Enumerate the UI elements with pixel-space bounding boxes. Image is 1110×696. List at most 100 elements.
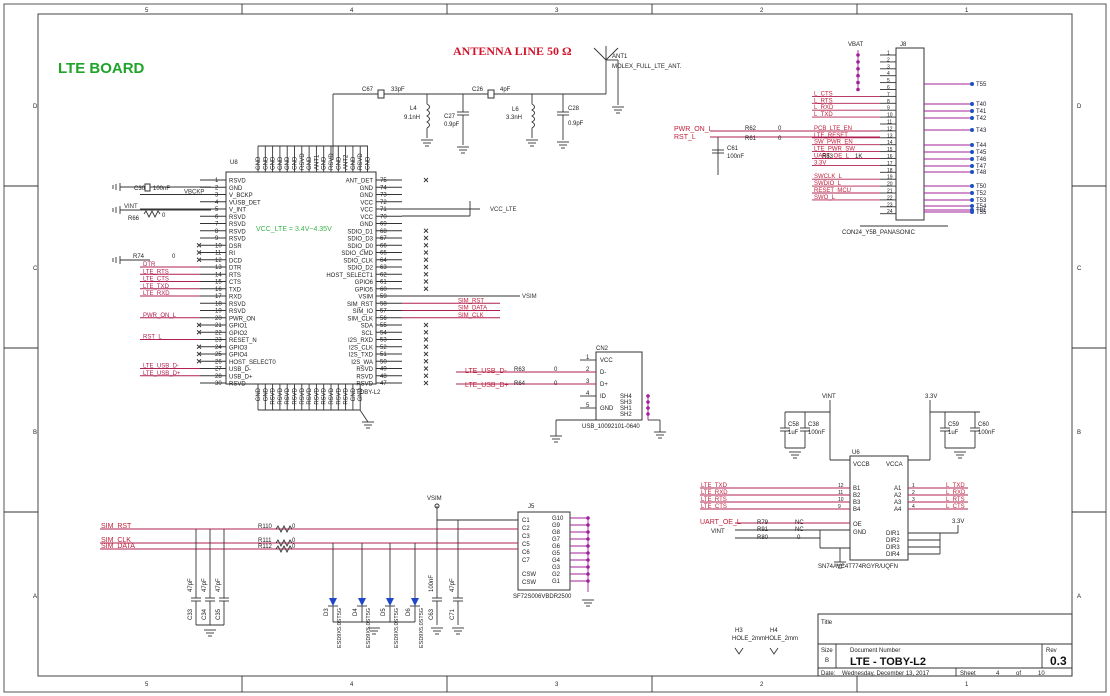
j5-gnd-pin: G3 xyxy=(552,565,561,571)
u8-pin-name: HOST_SELECT1 xyxy=(326,273,373,279)
u8-top-pin: ANT2 xyxy=(344,154,350,170)
j5-ref: J5 xyxy=(528,504,535,510)
r63-ref: R63 xyxy=(514,367,526,373)
u8-bottom-pin: RSVD xyxy=(344,387,350,404)
border-row-label: B xyxy=(1077,430,1081,436)
u8-pin-number: 63 xyxy=(380,265,387,271)
sim-net-label: SIM_CLK xyxy=(101,537,131,544)
cn2-shell-pin: SH4 xyxy=(620,394,632,400)
border-col-label: 5 xyxy=(145,682,149,688)
u8-bottom-pin: RSVD xyxy=(307,387,313,404)
c61-ref: C61 xyxy=(727,146,739,152)
u8-pin-number: 59 xyxy=(380,294,387,300)
j8-ref: J8 xyxy=(900,42,907,48)
j5-gnd-pin: G9 xyxy=(552,523,561,529)
j5-csw-pin: CSW xyxy=(522,580,536,586)
vsim-label: VSIM xyxy=(427,496,442,502)
u8-pin-name: GND xyxy=(360,186,374,192)
cn2-pin-name: GND xyxy=(600,406,614,412)
u8-pin-number: 17 xyxy=(215,294,222,300)
j8-pin-number: 1 xyxy=(887,51,890,57)
border-row-label: A xyxy=(33,594,37,600)
esd-diode-icon xyxy=(329,598,337,606)
u6-left-net: LTE_RTS xyxy=(701,497,727,503)
u8-pin-number: 75 xyxy=(380,178,387,184)
test-point xyxy=(970,208,974,212)
u8-pin-number: 1 xyxy=(215,178,219,184)
u8-pin-number: 53 xyxy=(380,338,387,344)
border-col-label: 2 xyxy=(760,682,764,688)
j8-pin-number: 9 xyxy=(887,106,890,112)
u8-pin-number: 72 xyxy=(380,200,387,206)
u8-pin-number: 19 xyxy=(215,309,222,315)
u6-dir-pin: DIR4 xyxy=(886,552,900,558)
u8-bottom-pin: RSVD xyxy=(314,387,320,404)
test-point-label: T42 xyxy=(976,116,987,122)
test-point xyxy=(970,164,974,168)
cn2-shell-pin: SH3 xyxy=(620,400,632,406)
u8-pin-name: VUSB_DET xyxy=(229,200,261,206)
pwr-on-net: PWR_ON_L xyxy=(674,126,713,133)
u8-top-pin: GND xyxy=(256,156,262,170)
border-row-label: C xyxy=(33,266,38,272)
u8-pin-name: RSVD xyxy=(229,179,246,185)
r79-value: NC xyxy=(795,520,804,526)
j8-pin-number: 8 xyxy=(887,99,890,105)
u8-pin-name: RSVD xyxy=(229,215,246,221)
u8-pin-number: 14 xyxy=(215,272,222,278)
u8-bottom-pin: RSVD xyxy=(322,387,328,404)
u8-pin-number: 16 xyxy=(215,287,222,293)
diode-ref: D5 xyxy=(381,608,387,616)
sim-cap-ref: C33 xyxy=(188,608,194,620)
usb-dm-net: LTE_USB_D- xyxy=(465,368,508,375)
u8-pin-name: DTR xyxy=(229,266,242,272)
c67-ref: C67 xyxy=(362,87,374,93)
u8-pin-number: 24 xyxy=(215,345,222,351)
mounting-holes: H3 H4 HOLE_2mm HOLE_2mm xyxy=(732,628,798,655)
cn2-part: USB_10092101-0640 xyxy=(582,424,640,430)
j8-pin-net: SWO_L xyxy=(814,195,836,201)
u8-pin-number: 54 xyxy=(380,330,387,336)
u8-left-net: VINT xyxy=(124,204,138,210)
j8-pin-number: 24 xyxy=(887,209,893,215)
j8-pin-number: 15 xyxy=(887,147,893,153)
u8-pin-number: 13 xyxy=(215,265,222,271)
j5-gnd-pin: G4 xyxy=(552,558,561,564)
u8-left-net: LTE_TXD xyxy=(143,284,170,290)
j5-pin: C3 xyxy=(522,534,530,540)
u6-vcca: VCCA xyxy=(886,462,903,468)
sim-resistor-value: 0 xyxy=(292,538,296,544)
u6-right-net: L_TXD xyxy=(946,483,965,489)
u8-pin-name: VCC xyxy=(360,208,373,214)
sim-cap-value: 47pF xyxy=(450,578,456,592)
u8-pin-name: SDIO_D2 xyxy=(347,266,373,272)
test-point xyxy=(970,184,974,188)
u8-pin-name: SIM_IO xyxy=(353,309,374,315)
u6-right-net: L_RXD xyxy=(946,490,966,496)
j8-pin-net: UART_OE_L xyxy=(814,154,850,160)
cn2-pin-name: D- xyxy=(600,370,606,376)
border-col-label: 1 xyxy=(965,8,969,14)
sheet-value: 4 xyxy=(996,671,1000,677)
u8-pin-number: 49 xyxy=(380,367,387,373)
u8-pin-name: RESET_N xyxy=(229,338,257,344)
j5-pin: C2 xyxy=(522,526,530,532)
u6-dir-pin: DIR2 xyxy=(886,538,900,544)
u6-a-pin: A4 xyxy=(894,507,902,513)
vint-label-2: VINT xyxy=(711,529,725,535)
r63-value: 0 xyxy=(554,367,558,373)
u8-pin-name: DSR xyxy=(229,244,242,250)
u8-top-pin: GND xyxy=(285,156,291,170)
u8-top-pin: GND xyxy=(271,156,277,170)
v33-label: 3.3V xyxy=(925,394,937,400)
u6-vccb: VCCB xyxy=(853,462,870,468)
j8-pin-number: 12 xyxy=(887,126,893,132)
u8-pin-name: VCC xyxy=(360,200,373,206)
j5-pin: C5 xyxy=(522,542,530,548)
j8-pin-net: PCB_LTE_EN xyxy=(814,126,852,132)
j5-gnd-pin: G6 xyxy=(552,544,561,550)
u8-pin-name: HOST_SELECT0 xyxy=(229,360,276,366)
u8-pin-name: RSVD xyxy=(229,237,246,243)
u8-pin-number: 28 xyxy=(215,374,222,380)
